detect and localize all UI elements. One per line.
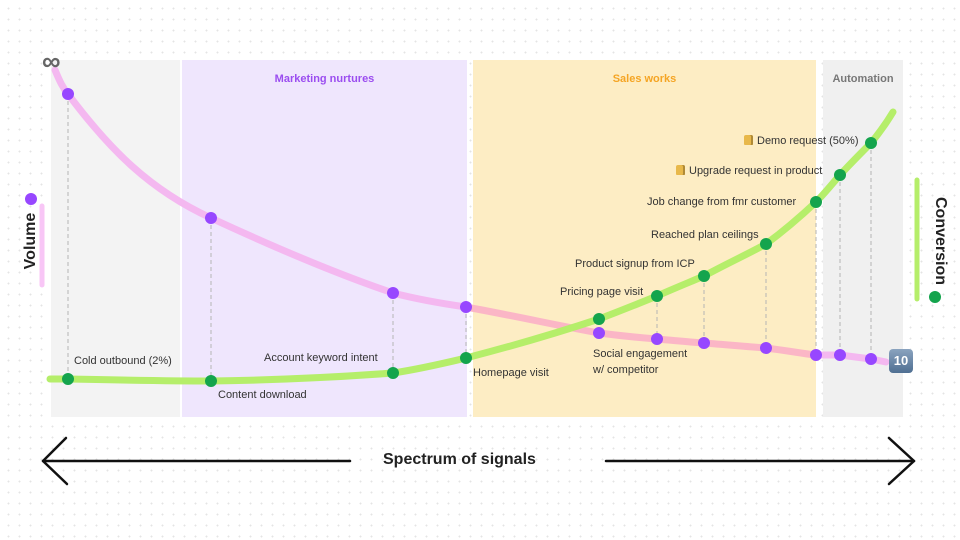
dashed-connectors [67,94,872,381]
signal-label-job-change: Job change from fmr customer [647,196,797,208]
volume-curve [51,66,470,311]
signal-label-pricing-page-visit: Pricing page visit [560,286,644,298]
volume-curve-automation [812,351,890,366]
spectrum-arrows [41,436,916,486]
volume-points [62,88,877,365]
conversion-legend-dot [929,291,941,303]
volume-axis-title: Volume [22,212,39,270]
signal-label-product-signup: Product signup from ICP [575,258,695,270]
zone-sales-works: Sales works [473,60,816,417]
zone-marketing-nurtures: Marketing nurtures [182,60,467,417]
signal-label-account-keyword-intent: Account keyword intent [264,352,378,364]
conversion-points [62,137,877,387]
keycap-ten-icon: 10 [889,349,913,373]
signal-label-homepage-visit: Homepage visit [473,367,549,379]
raised-hand-icon [744,135,753,145]
arrow-right-icon [887,436,916,486]
zone-label: Marketing nurtures [274,73,375,85]
raised-hand-icon [676,165,685,175]
zone-label: Sales works [612,73,677,85]
signal-label-demo-request: Demo request (50%) [744,134,859,148]
signal-label-cold-outbound: Cold outbound (2%) [74,355,172,367]
spectrum-title: Spectrum of signals [383,451,536,468]
arrow-left-icon [41,436,69,486]
volume-legend-dot [25,193,37,205]
zone-cold [51,60,180,417]
signal-label-content-download: Content download [218,389,307,401]
zone-label: Automation [832,73,894,85]
signal-label-social-engagement: Social engagement w/ competitor [593,348,688,376]
conversion-axis-title: Conversion [932,196,949,285]
signal-label-reached-plan-ceilings: Reached plan ceilings [651,229,759,241]
demo-request-text: Demo request (50%) [757,135,859,147]
infinity-icon: ∞ [42,46,61,76]
signal-label-upgrade-request: Upgrade request in product [676,164,822,178]
upgrade-request-text: Upgrade request in product [689,165,823,177]
